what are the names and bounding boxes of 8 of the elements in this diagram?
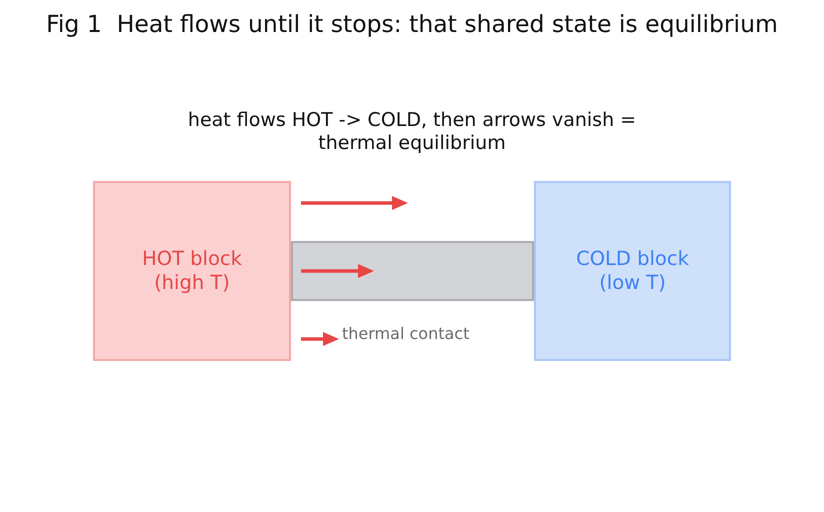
hot-block — [93, 181, 291, 361]
contact-bar — [291, 241, 534, 301]
subtitle-note: heat flows HOT -> COLD, then arrows vanish = thermal equilibrium — [186, 109, 638, 155]
cold-block — [534, 181, 731, 361]
figure-title: Fig 1 Heat flows until it stops: that shared state is equilibrium — [45, 10, 779, 38]
block-label: COLD block (low T) — [575, 247, 690, 295]
contact-caption: thermal contact — [342, 324, 470, 343]
block-label: HOT block (high T) — [141, 247, 243, 295]
